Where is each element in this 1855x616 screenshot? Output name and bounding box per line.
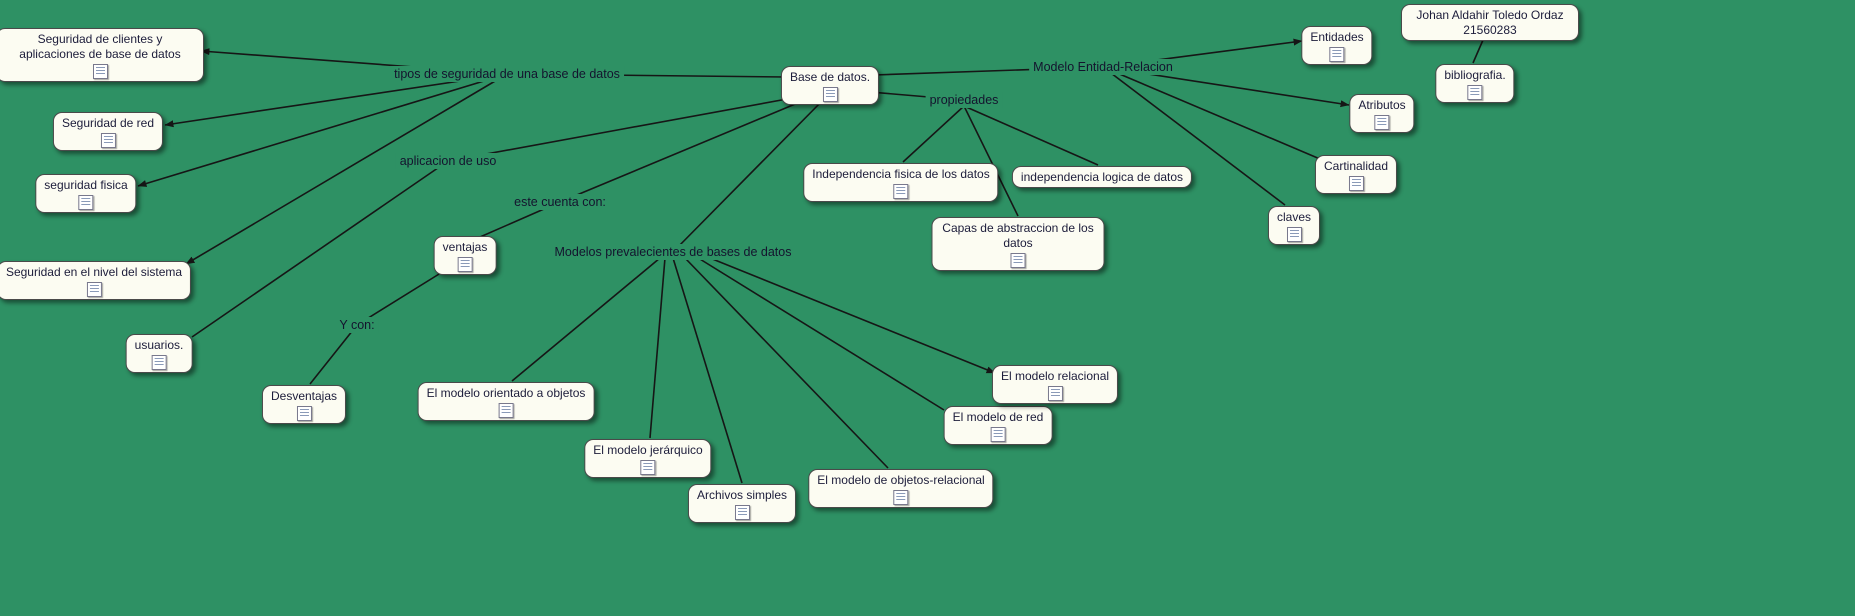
resource-link-icon[interactable] — [1374, 115, 1390, 130]
connector-line-10 — [309, 324, 358, 385]
connector-line-20 — [963, 105, 1099, 166]
concept-node-label: claves — [1276, 210, 1312, 224]
concept-node-usuarios[interactable]: usuarios. — [125, 334, 193, 373]
resource-link-icon[interactable] — [1047, 386, 1063, 401]
link-phrase-este-cuenta-con[interactable]: este cuenta con: — [510, 194, 610, 210]
resource-link-icon[interactable] — [1286, 227, 1302, 242]
concept-node-claves[interactable]: claves — [1267, 206, 1321, 245]
concept-node-label: Seguridad en el nivel del sistema — [5, 265, 183, 279]
connector-line-19 — [902, 105, 965, 163]
concept-node-label: Independencia fisica de los datos — [812, 167, 990, 181]
connector-line-14 — [672, 257, 743, 484]
concept-node-modelo-objetos-relacional[interactable]: El modelo de objetos-relacional — [808, 469, 994, 508]
concept-node-label: El modelo orientado a objetos — [426, 386, 586, 400]
resource-link-icon[interactable] — [1467, 85, 1483, 100]
concept-node-label: Atributos — [1358, 98, 1406, 112]
link-phrase-modelos-prevalecientes[interactable]: Modelos prevalecientes de bases de datos — [550, 244, 796, 260]
concept-node-label: Johan Aldahir Toledo Ordaz 21560283 — [1416, 8, 1564, 37]
link-phrase-modelo-entidad-relacion[interactable]: Modelo Entidad-Relacion — [1029, 59, 1177, 75]
concept-node-label: usuarios. — [134, 338, 184, 352]
connector-line-26 — [1102, 66, 1286, 206]
link-phrase-aplicacion-uso[interactable]: aplicacion de uso — [395, 153, 501, 169]
concept-node-independencia-logica[interactable]: independencia logica de datos — [1011, 166, 1193, 188]
connector-line-6 — [191, 160, 449, 338]
resource-link-icon[interactable] — [990, 427, 1006, 442]
resource-link-icon[interactable] — [822, 87, 838, 102]
connector-line-25 — [1102, 66, 1321, 160]
concept-node-label: Capas de abstraccion de los datos — [942, 221, 1094, 250]
resource-link-icon[interactable] — [151, 355, 167, 370]
concept-node-label: Seguridad de clientes y aplicaciones de … — [19, 32, 181, 61]
concept-node-label: Desventajas — [270, 389, 338, 403]
concept-node-ventajas[interactable]: ventajas — [433, 236, 497, 275]
concept-node-johan[interactable]: Johan Aldahir Toledo Ordaz 21560283 — [1401, 4, 1579, 41]
resource-link-icon[interactable] — [100, 133, 116, 148]
concept-node-cartinalidad[interactable]: Cartinalidad — [1314, 155, 1398, 194]
connector-line-16 — [694, 255, 945, 411]
resource-link-icon[interactable] — [734, 505, 750, 520]
resource-link-icon[interactable] — [640, 460, 656, 475]
concept-node-seguridad-fisica[interactable]: seguridad fisica — [35, 174, 137, 213]
concept-node-label: El modelo de red — [952, 410, 1044, 424]
concept-node-seguridad-nivel-sistema[interactable]: Seguridad en el nivel del sistema — [0, 261, 192, 300]
concept-node-label: Cartinalidad — [1323, 159, 1389, 173]
resource-link-icon[interactable] — [1348, 176, 1364, 191]
link-phrase-propiedades[interactable]: propiedades — [925, 92, 1003, 108]
connector-line-9 — [356, 265, 453, 326]
connector-line-13 — [649, 257, 666, 439]
resource-link-icon[interactable] — [893, 184, 909, 199]
resource-link-icon[interactable] — [893, 490, 909, 505]
concept-node-capas-abstraccion[interactable]: Capas de abstraccion de los datos — [931, 217, 1105, 271]
connector-line-3 — [137, 73, 508, 187]
resource-link-icon[interactable] — [1329, 47, 1345, 62]
connector-line-17 — [699, 253, 996, 374]
concept-node-label: Archivos simples — [696, 488, 788, 502]
concept-node-seguridad-clientes[interactable]: Seguridad de clientes y aplicaciones de … — [0, 28, 204, 82]
concept-node-archivos-simples[interactable]: Archivos simples — [687, 484, 797, 523]
concept-node-seguridad-red[interactable]: Seguridad de red — [52, 112, 164, 151]
resource-link-icon[interactable] — [1010, 253, 1026, 268]
concept-node-modelo-jerarquico[interactable]: El modelo jerárquico — [584, 439, 712, 478]
concept-node-label: bibliografia. — [1444, 68, 1506, 82]
connector-line-11 — [672, 96, 827, 253]
concept-node-desventajas[interactable]: Desventajas — [261, 385, 347, 424]
concept-node-label: El modelo relacional — [1000, 369, 1110, 383]
link-phrase-y-con[interactable]: Y con: — [335, 317, 379, 333]
concept-node-label: ventajas — [442, 240, 488, 254]
connector-line-7 — [559, 96, 813, 203]
concept-node-label: El modelo jerárquico — [593, 443, 703, 457]
concept-node-modelo-relacional[interactable]: El modelo relacional — [991, 365, 1119, 404]
concept-node-label: Base de datos. — [789, 70, 871, 84]
connector-line-5 — [447, 96, 799, 162]
connector-line-4 — [185, 73, 508, 265]
concept-node-label: Seguridad de red — [61, 116, 155, 130]
concept-node-independencia-fisica[interactable]: Independencia fisica de los datos — [803, 163, 999, 202]
connector-line-15 — [684, 257, 889, 469]
concept-node-bibliografia[interactable]: bibliografia. — [1435, 64, 1515, 103]
resource-link-icon[interactable] — [78, 195, 94, 210]
concept-node-base-de-datos[interactable]: Base de datos. — [780, 66, 880, 105]
connector-line-2 — [164, 73, 508, 128]
concept-node-atributos[interactable]: Atributos — [1349, 94, 1415, 133]
link-phrase-tipos-seguridad[interactable]: tipos de seguridad de una base de datos — [390, 66, 624, 82]
connector-line-27 — [1472, 39, 1484, 64]
concept-node-label: seguridad fisica — [44, 178, 128, 192]
connector-line-12 — [511, 257, 661, 382]
connector-line-21 — [963, 105, 1019, 217]
concept-node-modelo-orientado-objetos[interactable]: El modelo orientado a objetos — [417, 382, 595, 421]
resource-link-icon[interactable] — [498, 403, 514, 418]
concept-node-modelo-de-red[interactable]: El modelo de red — [943, 406, 1053, 445]
concept-node-label: independencia logica de datos — [1020, 170, 1184, 184]
resource-link-icon[interactable] — [86, 282, 102, 297]
concept-node-label: Entidades — [1310, 30, 1364, 44]
resource-link-icon[interactable] — [296, 406, 312, 421]
resource-link-icon[interactable] — [92, 64, 108, 79]
concept-node-entidades[interactable]: Entidades — [1301, 26, 1373, 65]
concept-node-label: El modelo de objetos-relacional — [817, 473, 985, 487]
resource-link-icon[interactable] — [457, 257, 473, 272]
